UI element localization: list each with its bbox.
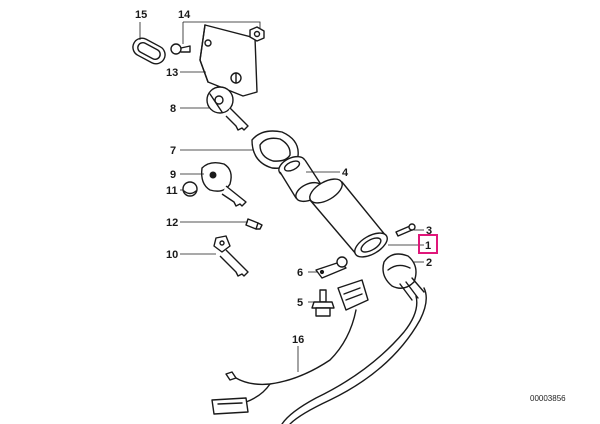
- part-16-harness[interactable]: [211, 287, 427, 424]
- callout-5: 5: [297, 297, 303, 309]
- part-5-bolt[interactable]: [311, 289, 335, 317]
- part-9-key[interactable]: [200, 161, 247, 207]
- part-3-screw[interactable]: [395, 223, 416, 237]
- callout-12: 12: [166, 217, 178, 229]
- wire-connector[interactable]: [337, 279, 369, 311]
- part-6-bracket[interactable]: [315, 256, 348, 279]
- part-13-plate[interactable]: [199, 24, 258, 97]
- callout-1-highlight[interactable]: 1: [418, 234, 438, 254]
- part-11-cap[interactable]: [182, 181, 198, 197]
- callout-7: 7: [170, 145, 176, 157]
- callout-6: 6: [297, 267, 303, 279]
- leader-lines: [139, 21, 424, 372]
- callout-8: 8: [170, 103, 176, 115]
- callout-labels: 15 14 13 8 7 9 11 12 10 4 6 5 3 2 16: [135, 9, 432, 346]
- diagram-reference-number: 00003856: [530, 394, 566, 403]
- callout-9: 9: [170, 169, 176, 181]
- callout-15: 15: [135, 9, 147, 21]
- part-10-key[interactable]: [213, 235, 249, 277]
- callout-13: 13: [166, 67, 178, 79]
- part-14-screw-left[interactable]: [170, 43, 191, 55]
- callout-11: 11: [166, 185, 178, 197]
- part-14-nut-right[interactable]: [249, 26, 265, 42]
- part-12-pin[interactable]: [245, 218, 263, 230]
- callout-4: 4: [342, 167, 349, 179]
- part-2-switch[interactable]: [382, 253, 425, 301]
- callout-1: 1: [425, 240, 431, 252]
- callout-16: 16: [292, 334, 304, 346]
- part-15-cap[interactable]: [130, 35, 168, 67]
- callout-10: 10: [166, 249, 178, 261]
- callout-14: 14: [178, 9, 191, 21]
- callout-2: 2: [426, 257, 432, 269]
- part-8-key[interactable]: [206, 86, 249, 131]
- part-1-cylinder[interactable]: [306, 174, 391, 262]
- callout-3: 3: [426, 225, 432, 237]
